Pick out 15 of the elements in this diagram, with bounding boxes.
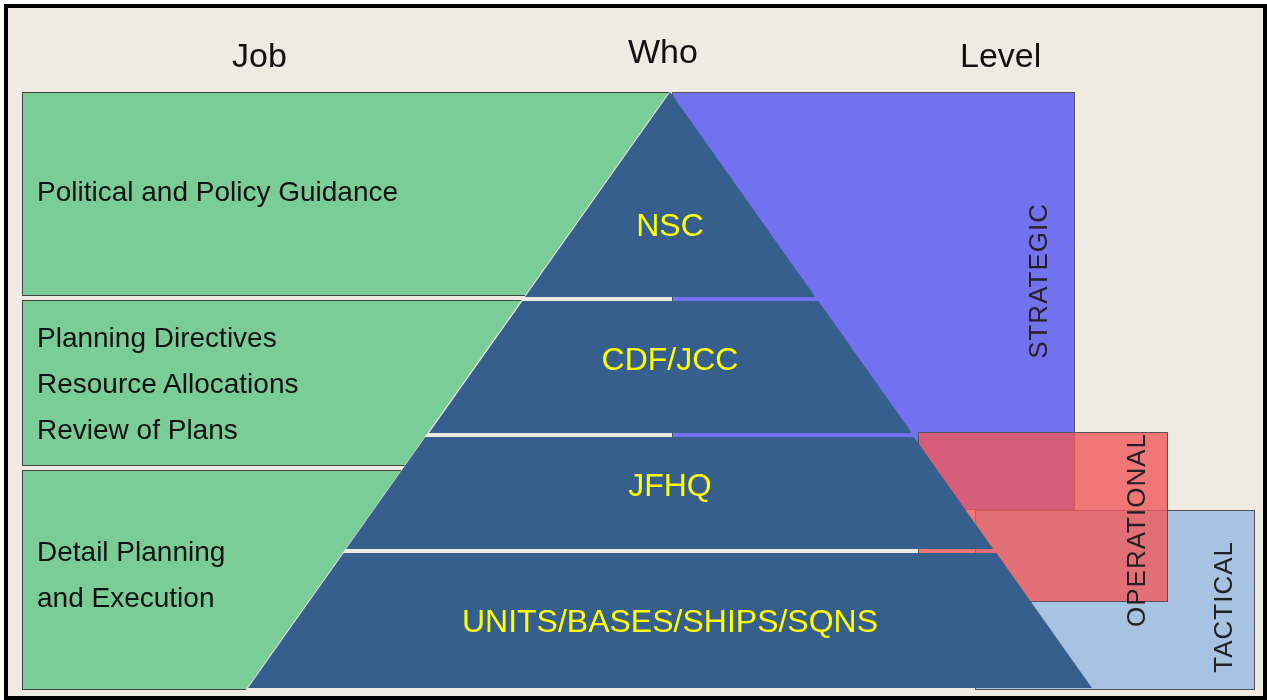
level-label: STRATEGIC <box>1023 203 1054 359</box>
tier-label: JFHQ <box>627 467 713 504</box>
level-label: TACTICAL <box>1208 541 1239 673</box>
column-heading: Job <box>232 36 287 75</box>
tier-label: NSC <box>635 207 705 244</box>
level-label: OPERATIONAL <box>1121 433 1152 627</box>
tier-label: CDF/JCC <box>600 341 740 378</box>
job-text: Political and Policy Guidance <box>37 175 399 209</box>
column-heading: Level <box>960 36 1042 75</box>
column-heading: Who <box>628 32 698 71</box>
tier-label: UNITS/BASES/SHIPS/SQNS <box>460 603 880 640</box>
job-text: Detail Planning and Execution <box>37 535 227 615</box>
job-text: Review of Plans <box>37 413 238 447</box>
job-text: Resource Allocations <box>37 367 299 401</box>
job-text: Planning Directives <box>37 321 277 355</box>
